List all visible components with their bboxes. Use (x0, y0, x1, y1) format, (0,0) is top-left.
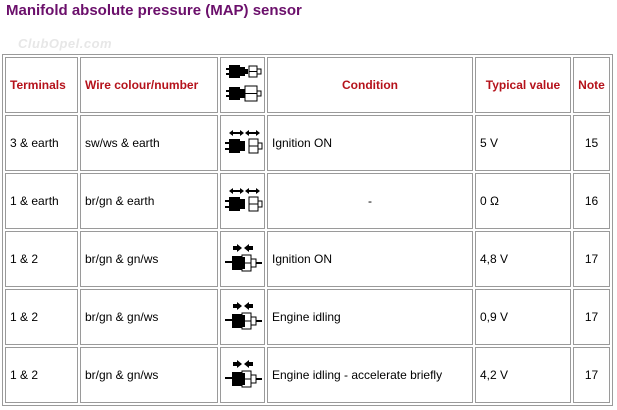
cell-typical-value: 5 V (475, 115, 571, 171)
connector-plugged-icon (220, 231, 265, 287)
header-wire-colour: Wire colour/number (80, 57, 218, 113)
cell-note: 17 (573, 347, 610, 403)
cell-condition: - (267, 173, 473, 229)
cell-note: 17 (573, 289, 610, 345)
cell-condition: Ignition ON (267, 231, 473, 287)
header-condition: Condition (267, 57, 473, 113)
header-terminals: Terminals (5, 57, 78, 113)
cell-condition: Ignition ON (267, 115, 473, 171)
cell-condition: Engine idling (267, 289, 473, 345)
cell-note: 15 (573, 115, 610, 171)
header-typical-value: Typical value (475, 57, 571, 113)
table-row: 1 & 2 br/gn & gn/ws Engine idling 0,9 V … (5, 289, 610, 345)
table-row: 1 & 2 br/gn & gn/ws Ignition ON 4,8 V 17 (5, 231, 610, 287)
cell-wire: br/gn & earth (80, 173, 218, 229)
cell-typical-value: 0,9 V (475, 289, 571, 345)
connector-plugged-icon (220, 347, 265, 403)
table-row: 3 & earth sw/ws & earth Ignition ON 5 V … (5, 115, 610, 171)
cell-typical-value: 4,2 V (475, 347, 571, 403)
connector-header-icon (225, 65, 261, 102)
cell-typical-value: 0 Ω (475, 173, 571, 229)
cell-wire: br/gn & gn/ws (80, 231, 218, 287)
cell-wire: br/gn & gn/ws (80, 289, 218, 345)
cell-note: 16 (573, 173, 610, 229)
cell-terminals: 3 & earth (5, 115, 78, 171)
table-row: 1 & 2 br/gn & gn/ws Engine idling - acce… (5, 347, 610, 403)
cell-wire: sw/ws & earth (80, 115, 218, 171)
cell-terminals: 1 & earth (5, 173, 78, 229)
page-title: Manifold absolute pressure (MAP) sensor (6, 2, 302, 19)
cell-typical-value: 4,8 V (475, 231, 571, 287)
table-row: 1 & earth br/gn & earth - 0 Ω 16 (5, 173, 610, 229)
cell-wire: br/gn & gn/ws (80, 347, 218, 403)
connector-plugged-icon (220, 289, 265, 345)
cell-terminals: 1 & 2 (5, 289, 78, 345)
table-header-row: Terminals Wire colour/number Cond (5, 57, 610, 113)
header-connector-icon (220, 57, 265, 113)
cell-condition: Engine idling - accelerate briefly (267, 347, 473, 403)
cell-note: 17 (573, 231, 610, 287)
cell-terminals: 1 & 2 (5, 347, 78, 403)
connector-separated-icon (220, 173, 265, 229)
cell-terminals: 1 & 2 (5, 231, 78, 287)
connector-separated-icon (220, 115, 265, 171)
header-note: Note (573, 57, 610, 113)
watermark-logo: ClubOpel.com (18, 36, 113, 51)
sensor-test-table: Terminals Wire colour/number Cond (2, 54, 613, 406)
